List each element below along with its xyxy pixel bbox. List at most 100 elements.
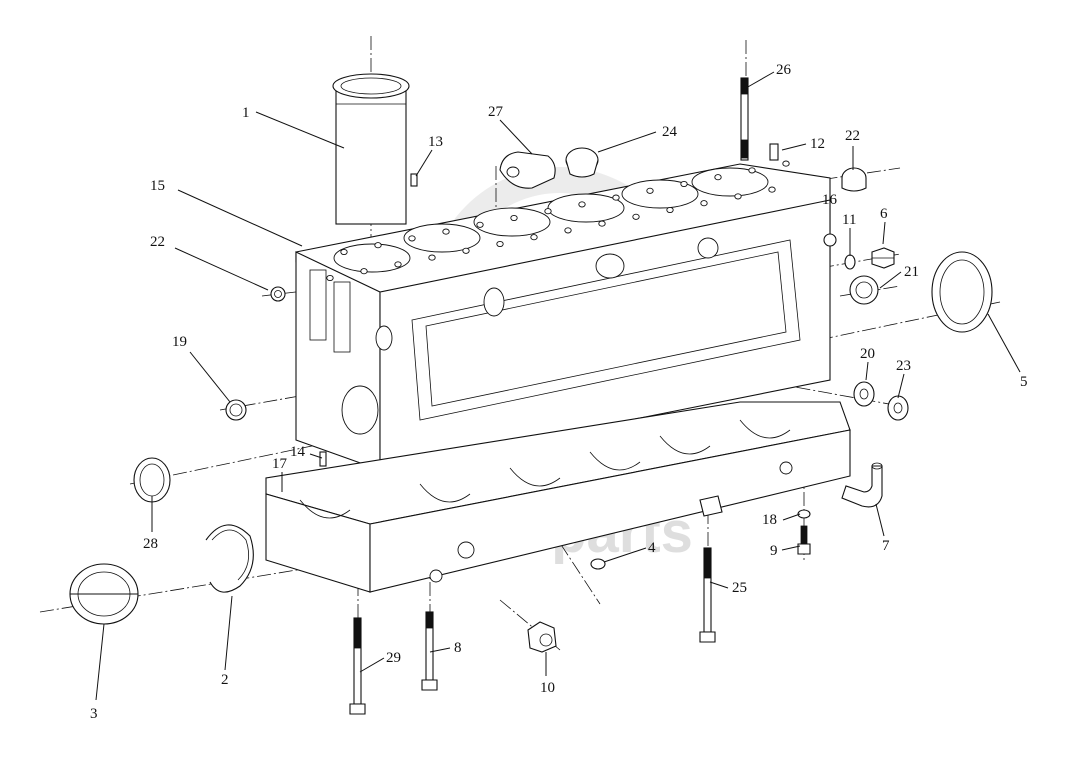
callout-number-9: 9	[770, 543, 778, 559]
deck-bolt-hole	[394, 261, 402, 268]
deck-bolt-hole	[476, 221, 484, 228]
deck-bolt-hole	[598, 220, 606, 227]
leader-line-14	[309, 453, 323, 459]
part-21-plug	[849, 275, 879, 305]
callout-number-23: 23	[896, 358, 911, 374]
callout-number-22: 22	[150, 234, 165, 250]
callout-number-1: 1	[242, 105, 250, 121]
part-4-oil-jet	[590, 495, 723, 570]
deck-bolt-hole	[714, 174, 722, 181]
leader-line-25	[709, 581, 729, 589]
callout-number-5: 5	[1020, 374, 1028, 390]
deck-bolt-hole	[578, 201, 586, 208]
callout-number-19: 19	[172, 334, 187, 350]
part-2-thrust-washer	[205, 524, 254, 593]
leader-line-2	[224, 595, 233, 671]
part-29-bolt	[349, 617, 366, 715]
callout-number-22: 22	[845, 128, 860, 144]
part-11-seal-ring	[844, 254, 856, 270]
deck-bolt-hole	[326, 274, 334, 282]
leader-line-12	[781, 143, 807, 151]
deck-bolt-hole	[530, 234, 538, 241]
leader-line-13	[415, 149, 433, 177]
leader-line-7	[875, 503, 885, 537]
callout-number-13: 13	[428, 134, 443, 150]
deck-bolt-hole	[632, 213, 640, 220]
callout-number-28: 28	[143, 536, 158, 552]
leader-line-24	[597, 131, 657, 153]
callout-number-21: 21	[904, 264, 919, 280]
callout-number-12: 12	[810, 136, 825, 152]
deck-bolt-hole	[700, 200, 708, 207]
deck-bolt-hole	[734, 193, 742, 200]
part-8-bolt	[421, 611, 438, 691]
callout-number-26: 26	[776, 62, 792, 78]
part-6-fitting	[871, 247, 895, 269]
part-23-washer	[887, 395, 909, 421]
callout-number-27: 27	[488, 104, 504, 120]
leader-line-9	[781, 545, 801, 551]
part-27-water-outlet	[495, 151, 556, 216]
part-17-main-bearing-cap-frame	[265, 401, 851, 593]
callout-number-10: 10	[540, 680, 555, 696]
callout-number-17: 17	[272, 456, 288, 472]
leader-line-21	[879, 271, 902, 289]
callout-number-2: 2	[221, 672, 229, 688]
deck-bolt-hole	[408, 235, 416, 242]
part-10-drain-plug	[527, 621, 557, 653]
callout-number-14: 14	[290, 444, 306, 460]
leader-line-20	[865, 361, 869, 381]
callout-number-15: 15	[150, 178, 165, 194]
deck-bolt-hole	[666, 206, 674, 214]
deck-bolt-hole	[360, 268, 368, 275]
deck-bolt-hole	[462, 247, 470, 254]
part-24-plug	[565, 147, 599, 178]
deck-bolt-hole	[612, 194, 620, 201]
deck-bolt-hole	[646, 187, 654, 194]
part-15-cylinder-block	[295, 160, 831, 471]
callout-number-20: 20	[860, 346, 875, 362]
callout-number-24: 24	[662, 124, 678, 140]
callout-number-4: 4	[648, 540, 656, 556]
part-12-pin	[769, 143, 779, 161]
part-18-washer	[797, 509, 811, 519]
leader-line-6	[882, 221, 886, 245]
callout-number-18: 18	[762, 512, 777, 528]
callout-number-3: 3	[90, 706, 98, 722]
deck-bolt-hole	[428, 254, 436, 261]
deck-bolt-hole	[510, 214, 518, 222]
part-16-plug	[823, 233, 837, 247]
leader-line-26	[745, 71, 775, 89]
part-14-pin	[319, 451, 327, 467]
callout-number-8: 8	[454, 640, 462, 656]
leader-line-1	[255, 111, 345, 149]
leader-line-19	[189, 351, 231, 403]
deck-bolt-hole	[374, 242, 382, 249]
part-3-bearing-shell	[69, 563, 139, 625]
deck-bolt-hole	[768, 186, 776, 193]
deck-bolt-hole	[680, 180, 688, 188]
leader-line-18	[782, 513, 801, 521]
part-28-bushing	[133, 457, 171, 503]
part-1-cylinder-liner	[332, 73, 410, 225]
part-13-dowel-pin	[410, 173, 418, 187]
deck-bolt-hole	[340, 248, 348, 256]
leader-line-22	[174, 247, 269, 291]
leader-line-15	[177, 189, 303, 247]
callout-number-29: 29	[386, 650, 401, 666]
leader-line-8	[429, 647, 451, 653]
deck-bolt-hole	[496, 240, 504, 248]
callout-number-25: 25	[732, 580, 747, 596]
leader-line-23	[897, 373, 905, 399]
part-9-bolt	[797, 525, 811, 555]
leader-line-4	[603, 547, 647, 563]
leader-line-27	[499, 119, 533, 155]
deck-bolt-hole	[564, 227, 572, 234]
part-25-bolt	[699, 547, 716, 643]
leader-line-5	[987, 313, 1021, 373]
deck-bolt-hole	[442, 228, 450, 235]
part-22-plug-right	[841, 167, 867, 192]
part-26-stud	[740, 77, 749, 161]
leader-line-29	[359, 657, 385, 673]
